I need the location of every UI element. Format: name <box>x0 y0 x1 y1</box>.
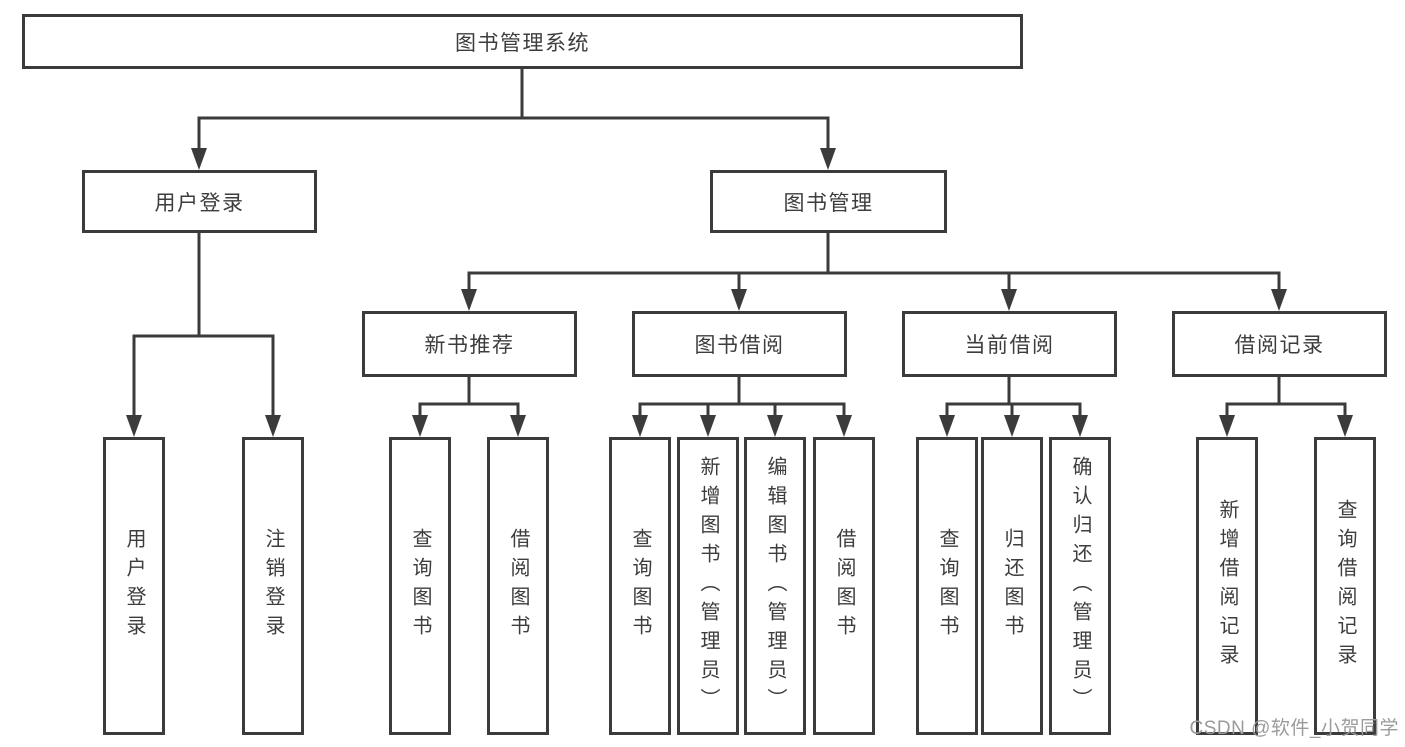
node-label: 查询图书 <box>629 528 651 644</box>
node-label: 借阅记录 <box>1234 334 1325 357</box>
node-label: 注销登录 <box>262 528 284 644</box>
node-label: 当前借阅 <box>964 334 1055 357</box>
node-label: 归还图书 <box>1001 528 1023 644</box>
node-current-borrow: 当前借阅 <box>902 311 1117 377</box>
node-label: 新增借阅记录 <box>1216 499 1238 673</box>
node-label: 借阅图书 <box>507 528 529 644</box>
leaf-borrow-books: 借阅图书 <box>813 437 875 735</box>
leaf-query-borrow-record: 查询借阅记录 <box>1314 437 1376 735</box>
leaf-query-books-borrow: 查询图书 <box>609 437 671 735</box>
node-label: 图书管理 <box>783 191 874 215</box>
node-root: 图书管理系统 <box>22 14 1023 69</box>
watermark: CSDN @软件_小贺同学 <box>1189 718 1399 739</box>
leaf-query-books-current: 查询图书 <box>916 437 978 735</box>
leaf-query-books-recommend: 查询图书 <box>389 437 451 735</box>
node-label: 用户登录 <box>154 191 245 215</box>
node-label: 借阅图书 <box>833 528 855 644</box>
node-label: 确认归还（管理员） <box>1069 455 1091 717</box>
node-new-book-recommend: 新书推荐 <box>362 311 577 377</box>
leaf-borrow-books-recommend: 借阅图书 <box>487 437 549 735</box>
node-label: 用户登录 <box>123 528 145 644</box>
node-label: 查询借阅记录 <box>1334 499 1356 673</box>
node-borrow-records: 借阅记录 <box>1172 311 1387 377</box>
node-label: 查询图书 <box>936 528 958 644</box>
leaf-user-login: 用户登录 <box>103 437 165 735</box>
node-label: 编辑图书（管理员） <box>764 455 786 717</box>
node-label: 新增图书（管理员） <box>697 455 719 717</box>
node-book-borrow: 图书借阅 <box>632 311 847 377</box>
leaf-edit-book-admin: 编辑图书（管理员） <box>744 437 806 735</box>
leaf-add-book-admin: 新增图书（管理员） <box>677 437 739 735</box>
leaf-add-borrow-record: 新增借阅记录 <box>1196 437 1258 735</box>
node-label: 图书管理系统 <box>455 31 590 55</box>
node-label: 查询图书 <box>409 528 431 644</box>
node-label: 新书推荐 <box>424 334 515 357</box>
leaf-return-book: 归还图书 <box>981 437 1043 735</box>
leaf-logout: 注销登录 <box>242 437 304 735</box>
node-user-login: 用户登录 <box>82 170 317 233</box>
node-label: 图书借阅 <box>694 334 785 357</box>
leaf-confirm-return-admin: 确认归还（管理员） <box>1049 437 1111 735</box>
node-book-management: 图书管理 <box>710 170 947 233</box>
